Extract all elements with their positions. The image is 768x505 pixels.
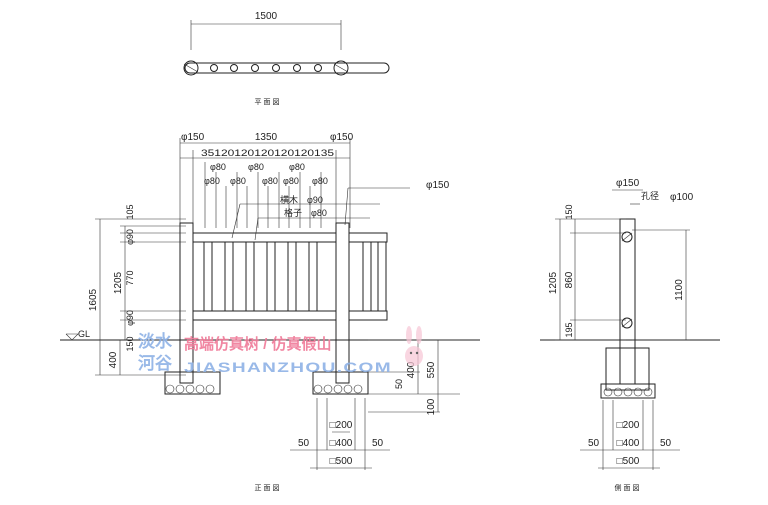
front-footing-500: □500 (330, 456, 353, 467)
dim-1205: 1205 (113, 271, 124, 294)
front-footing-right (312, 371, 369, 395)
baluster-dia-label-3: φ80 (289, 162, 305, 172)
side-footing (605, 347, 650, 391)
side-dim-1205: 1205 (548, 271, 559, 294)
side-hole-bottom (621, 317, 633, 329)
gl-label: GL (78, 329, 90, 339)
baluster (266, 241, 276, 312)
side-view: φ150 孔径 φ100 1205 150 860 195 1100 (540, 178, 720, 492)
front-title: 正面図 (255, 484, 282, 492)
dim-left-rail-bottom: φ90 (125, 310, 135, 326)
side-post-dia: φ150 (616, 178, 640, 189)
watermark-line2: 河谷 (138, 354, 173, 373)
baluster (224, 241, 234, 312)
callout-baluster-dia: φ80 (311, 208, 327, 218)
side-hole-dia: φ100 (670, 192, 694, 203)
baluster-dia-label-4: φ80 (204, 176, 220, 186)
front-bottom-rail-ext (348, 310, 388, 321)
baluster-dia-label-7: φ80 (283, 176, 299, 186)
front-footing-400: □400 (330, 438, 353, 449)
dim-right-550: 550 (426, 361, 437, 378)
front-footing-left (164, 371, 221, 395)
plan-width-label: 1500 (255, 11, 278, 22)
dim-left-770: 770 (125, 270, 135, 285)
baluster (203, 241, 213, 312)
baluster (362, 241, 372, 312)
baluster-dia-label-8: φ80 (312, 176, 328, 186)
front-bottom-rail (192, 310, 337, 321)
plan-title: 平面図 (255, 98, 282, 106)
front-span-label: 1350 (255, 132, 278, 143)
watermark-line1: 淡水 (138, 331, 173, 351)
callout-post-dia: φ150 (426, 180, 450, 191)
front-top-rail (192, 232, 337, 243)
side-footing-margin-left: 50 (588, 438, 600, 449)
side-title: 側面図 (615, 483, 642, 492)
front-footing-200: □200 (330, 420, 353, 431)
dim-left-rail-top: φ90 (125, 229, 135, 245)
callout-rail-dia: φ90 (307, 195, 323, 205)
side-dim-195: 195 (564, 322, 574, 337)
side-footing-500: □500 (617, 456, 640, 467)
watermark-url: JIASHANZHOU.COM (184, 359, 392, 375)
side-footing-400: □400 (617, 438, 640, 449)
front-post-right (335, 222, 350, 384)
dim-1605: 1605 (88, 288, 99, 311)
side-footing-200: □200 (617, 420, 640, 431)
front-footing-margin-right: 50 (372, 438, 384, 449)
watermark: 淡水 河谷 高端仿真树 / 仿真假山 JIASHANZHOU.COM (138, 326, 423, 375)
side-post (619, 218, 636, 385)
callout-baluster-name: 格子 (284, 207, 302, 218)
baluster-dia-label-1: φ80 (210, 162, 226, 172)
baluster-dia-label-6: φ80 (262, 176, 278, 186)
side-footing-margin-right: 50 (660, 438, 672, 449)
dim-left-150: 150 (125, 336, 135, 351)
dim-left-105: 105 (125, 204, 135, 219)
dim-right-400: 400 (406, 361, 417, 378)
dim-right-100: 100 (426, 398, 437, 415)
plan-post-right (333, 60, 349, 76)
callout-rail-name: 横木 (280, 194, 298, 205)
side-hole-label: 孔径 (641, 190, 659, 201)
baluster (308, 241, 318, 312)
baluster (377, 241, 387, 312)
baluster-dia-label-5: φ80 (230, 176, 246, 186)
front-footing-margin-left: 50 (298, 438, 310, 449)
baluster (245, 241, 255, 312)
dim-right-50: 50 (394, 379, 404, 389)
watermark-slogan: 高端仿真树 / 仿真假山 (184, 335, 332, 353)
plan-view: 1500 平面図 (183, 11, 390, 106)
front-post-dia-right: φ150 (330, 132, 354, 143)
baluster (287, 241, 297, 312)
side-dim-860: 860 (564, 271, 575, 288)
front-spacing-label: 35120120120120120135 (201, 148, 334, 158)
side-hole-top (621, 231, 633, 243)
side-dim-150: 150 (564, 204, 574, 219)
front-post-left (179, 222, 194, 384)
side-dim-1100: 1100 (674, 279, 685, 301)
baluster-dia-label-2: φ80 (248, 162, 264, 172)
front-post-dia-left: φ150 (181, 132, 205, 143)
plan-post-left (183, 60, 199, 76)
rabbit-mascot-icon (405, 326, 423, 366)
dim-400: 400 (108, 351, 119, 368)
front-view: φ150 1350 φ150 35120120120120120135 φ80 … (60, 132, 480, 492)
front-top-rail-ext (348, 232, 388, 243)
